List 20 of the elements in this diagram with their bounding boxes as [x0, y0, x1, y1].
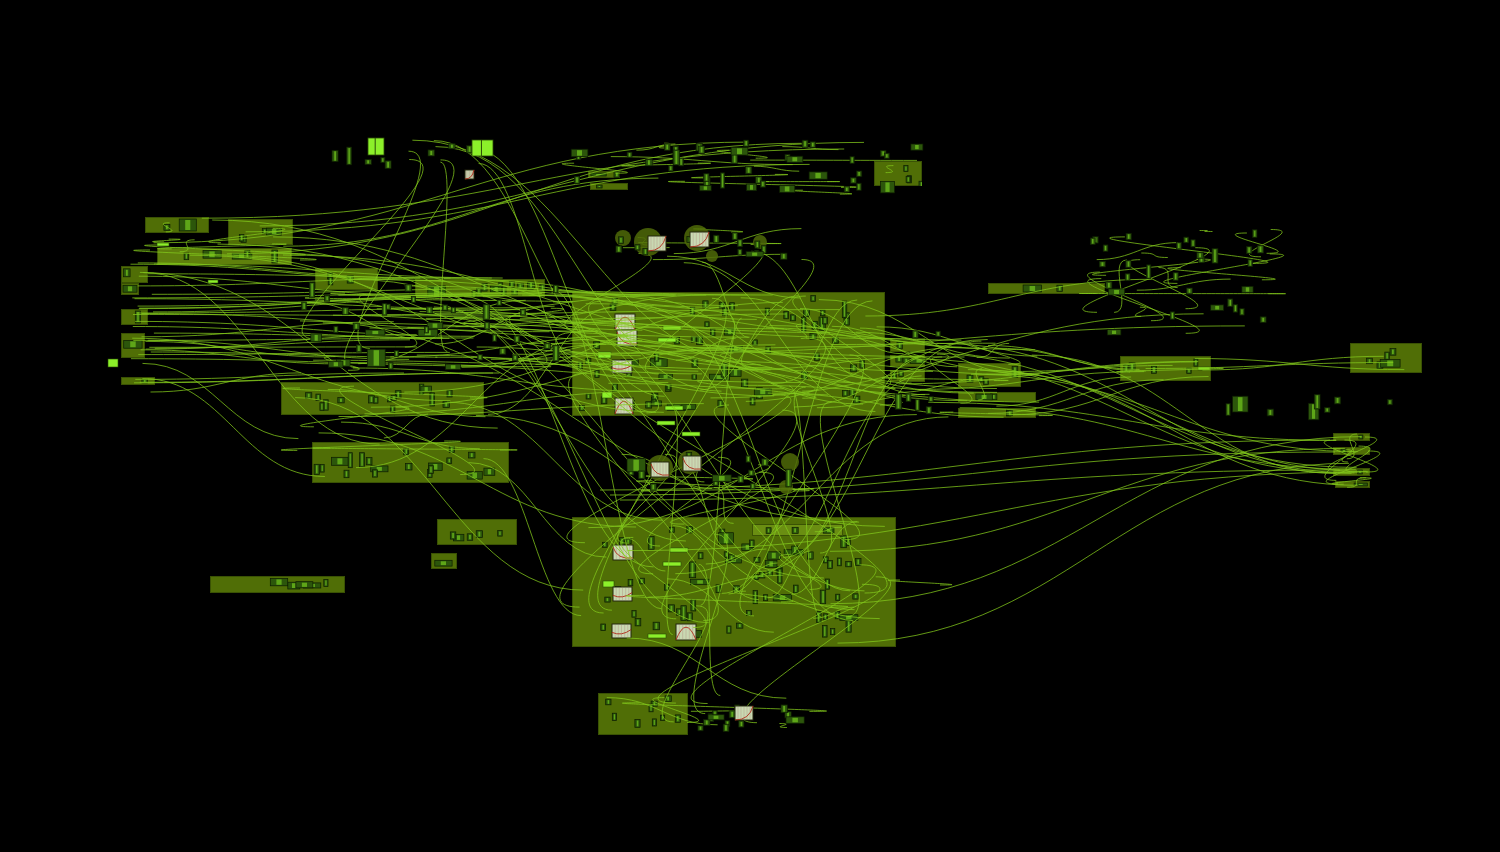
group-panel	[958, 392, 1036, 402]
group-panel	[598, 693, 688, 735]
group-panel	[121, 283, 139, 295]
group-panel	[1333, 468, 1370, 476]
group-panel	[121, 377, 155, 385]
group-panel	[121, 333, 145, 358]
group-panel	[437, 519, 517, 545]
group-panel	[874, 161, 922, 186]
group-panel	[988, 283, 1105, 294]
group-panel	[958, 408, 1036, 418]
group-panel	[588, 171, 620, 178]
group-panel	[1335, 481, 1370, 488]
group-panel	[431, 553, 457, 569]
group-panel	[210, 576, 345, 593]
group-panel	[590, 183, 628, 190]
group-panel	[1333, 447, 1370, 455]
group-panel	[145, 217, 209, 233]
group-panel	[1350, 343, 1422, 373]
group-panel	[121, 266, 148, 283]
group-panel	[1333, 433, 1370, 441]
